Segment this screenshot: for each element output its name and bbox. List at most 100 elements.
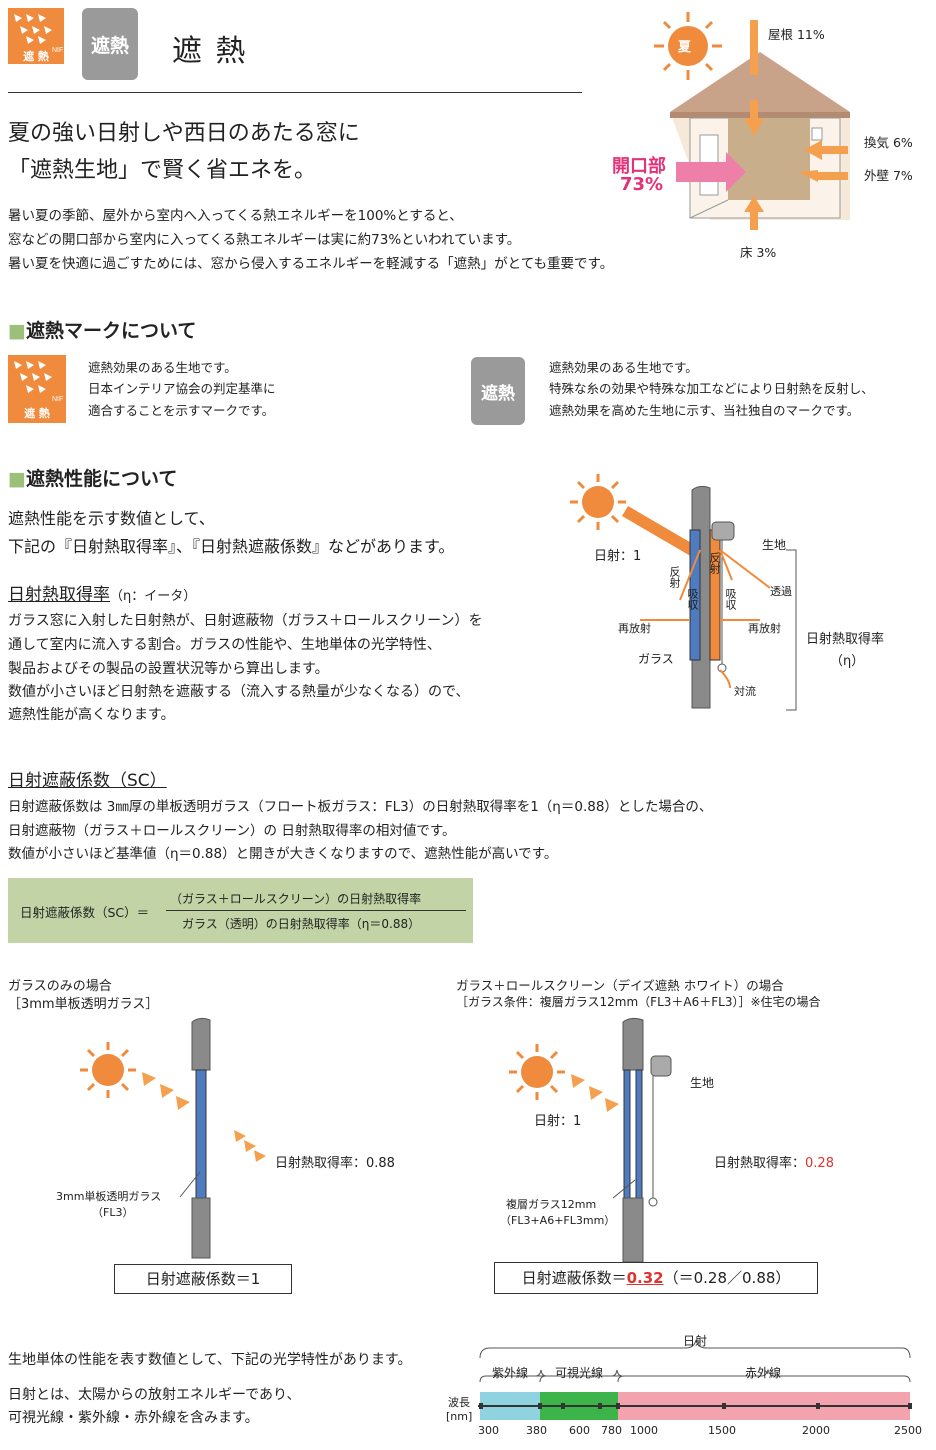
solar-input-label: 日射：1 (594, 549, 642, 564)
own-desc-3: 遮熱効果を高めた生地に示す、当社独自のマークです。 (549, 403, 860, 418)
own-desc-2: 特殊な糸の効果や特殊な加工などにより日射熱を反射し、 (549, 381, 874, 396)
right-case-title-2: ［ガラス条件：複層ガラス12mm（FL3＋A6＋FL3）］※住宅の場合 (456, 995, 821, 1009)
reflect-label-right: 反射 (708, 552, 721, 574)
right-result-value: 0.32 (626, 1269, 664, 1287)
performance-heading: ■遮熱性能について (8, 464, 177, 491)
own-mark-label: 遮熱 (90, 34, 129, 57)
right-sun-label: 日射：1 (534, 1114, 582, 1129)
visible-label: 可視光線 (555, 1366, 604, 1380)
floor-percent: 床 3% (740, 245, 777, 260)
wall-percent: 外壁 7% (864, 168, 913, 183)
svg-text:NIF: NIF (52, 47, 63, 54)
formula-box: 日射遮蔽係数（SC）＝ （ガラス＋ロールスクリーン）の日射熱取得率 ガラス（透明… (8, 878, 473, 943)
left-eta-label: 日射熱取得率：0.88 (275, 1156, 395, 1171)
spectrum-diagram (478, 1339, 912, 1420)
right-eta: 日射熱取得率：0.28 (714, 1152, 834, 1171)
left-result-box: 日射遮蔽係数＝1 (114, 1264, 292, 1294)
right-result-label: 日射遮蔽係数＝ (521, 1269, 627, 1287)
solar-gain-diagram (570, 474, 797, 711)
own-mark-small: 遮熱 (471, 357, 525, 425)
performance-heading-text: 遮熱性能について (25, 468, 178, 490)
sc-title: 日射遮蔽係数（SC） (8, 771, 167, 791)
ir-label: 赤外線 (745, 1366, 782, 1380)
square-bullet-icon: ■ (8, 320, 26, 342)
right-glass-label-1: 複層ガラス12mm (506, 1198, 597, 1211)
eta-line-5: 遮熱性能が高くなります。 (8, 707, 175, 723)
tick-780: 780 (601, 1424, 622, 1437)
nif-desc-1: 遮熱効果のある生地です。 (88, 360, 237, 375)
marks-heading-text: 遮熱マークについて (25, 320, 197, 342)
sun-icon (509, 1044, 565, 1100)
convection-label: 対流 (734, 685, 756, 698)
tick-300: 300 (478, 1424, 499, 1437)
eta-title-sub: （η：イータ） (110, 589, 197, 604)
right-eta-value: 0.28 (805, 1156, 834, 1171)
bracket-label-2: （η） (830, 654, 865, 669)
own-mark-small-label: 遮熱 (481, 383, 515, 404)
tick-600: 600 (569, 1424, 590, 1437)
reradiate-left-label: 再放射 (618, 622, 651, 635)
formula-denominator: ガラス（透明）の日射熱取得率（η＝0.88） (182, 917, 421, 931)
nif-desc-2: 日本インテリア協会の判定基準に (88, 381, 276, 396)
tick-1000: 1000 (630, 1424, 658, 1437)
performance-lead-2: 下記の『日射熱取得率』、『日射熱遮蔽係数』などがあります。 (8, 537, 455, 556)
glass-label: ガラス (638, 652, 674, 666)
tick-2500: 2500 (894, 1424, 922, 1437)
intro-line-1: 暑い夏の季節、屋外から室内へ入ってくる熱エネルギーを100%とすると、 (8, 208, 463, 224)
bracket-label-1: 日射熱取得率 (806, 632, 885, 647)
own-desc-1: 遮熱効果のある生地です。 (549, 360, 698, 375)
opening-label: 開口部 (612, 156, 666, 177)
intro-line-2: 窓などの開口部から室内に入ってくる熱エネルギーは実に約73%といわれています。 (8, 232, 521, 248)
left-glass-diagram (80, 1017, 266, 1259)
fraction-bar (166, 910, 466, 911)
sun-icon (654, 12, 722, 80)
reflect-label-left: 反射 (668, 566, 681, 588)
headline-1: 夏の強い日射しや西日のあたる窓に (8, 121, 360, 146)
optical-line-3: 可視光線・紫外線・赤外線を含みます。 (8, 1410, 259, 1426)
intro-line-3: 暑い夏を快適に過ごすためには、窓から侵入するエネルギーを軽減する「遮熱」がとても… (8, 256, 614, 272)
absorb-label-left: 吸収 (686, 588, 699, 610)
spectrum-top-label: 日射 (683, 1334, 708, 1348)
eta-line-3: 製品およびその製品の設置状況等から算出します。 (8, 661, 329, 677)
sun-rays-icon: NIF (14, 361, 63, 403)
nif-mark-small-label: 遮 熱 (24, 407, 50, 420)
left-case-title-2: ［3mm単板透明ガラス］ (8, 997, 159, 1012)
vent-percent: 換気 6% (864, 135, 913, 150)
optical-line-1: 生地単体の性能を表す数値として、下記の光学特性があります。 (8, 1352, 412, 1368)
uv-label: 紫外線 (492, 1366, 529, 1380)
nif-mark-label: 遮 熱 (23, 50, 49, 63)
headline-2: 「遮熱生地」で賢く省エネを。 (8, 158, 317, 183)
marks-heading: ■遮熱マークについて (8, 316, 196, 343)
house-heat-diagram (654, 12, 850, 230)
transmit-label: 透過 (770, 585, 792, 598)
eta-line-1: ガラス窓に入射した日射熱が、日射遮蔽物（ガラス＋ロールスクリーン）を (8, 613, 483, 629)
eta-title: 日射熱取得率（η：イータ） (8, 580, 196, 605)
formula-numerator: （ガラス＋ロールスクリーン）の日射熱取得率 (170, 892, 422, 906)
page-title: 遮 熱 (172, 34, 248, 69)
tick-1500: 1500 (708, 1424, 736, 1437)
optical-line-2: 日射とは、太陽からの放射エネルギーであり、 (8, 1387, 301, 1403)
right-eta-label: 日射熱取得率： (714, 1156, 806, 1171)
reradiate-right-label: 再放射 (748, 622, 781, 635)
summer-label: 夏 (678, 40, 692, 55)
axis-label-2: [nm] (446, 1410, 473, 1423)
absorb-label-right: 吸収 (724, 588, 737, 610)
fabric-label: 生地 (762, 538, 787, 552)
nif-shading-mark: NIF 遮 熱 (8, 8, 64, 64)
left-glass-label-2: （FL3） (92, 1206, 134, 1219)
eta-line-2: 通して室内に流入する割合。ガラスの性能や、生地単体の光学特性、 (8, 637, 441, 653)
own-shading-mark: 遮熱 (82, 8, 138, 80)
sc-line-1: 日射遮蔽係数は 3㎜厚の単板透明ガラス（フロート板ガラス：FL3）の日射熱取得率… (8, 799, 713, 815)
left-result-text: 日射遮蔽係数＝1 (145, 1270, 261, 1288)
performance-lead-1: 遮熱性能を示す数値として、 (8, 509, 215, 528)
roof-percent: 屋根 11% (768, 27, 825, 42)
title-rule (8, 92, 582, 93)
right-case-title-1: ガラス＋ロールスクリーン（デイズ遮熱 ホワイト）の場合 (456, 978, 784, 993)
sun-icon (570, 474, 626, 530)
right-glass-label-2: （FL3+A6+FL3mm） (500, 1214, 616, 1227)
left-glass-label-1: 3mm単板透明ガラス (56, 1190, 162, 1203)
tick-380: 380 (526, 1424, 547, 1437)
sc-line-3: 数値が小さいほど基準値（η＝0.88）と開きが大きくなりますので、遮熱性能が高い… (8, 846, 558, 862)
nif-mark-small: NIF 遮 熱 (8, 355, 66, 423)
svg-text:NIF: NIF (52, 396, 63, 403)
